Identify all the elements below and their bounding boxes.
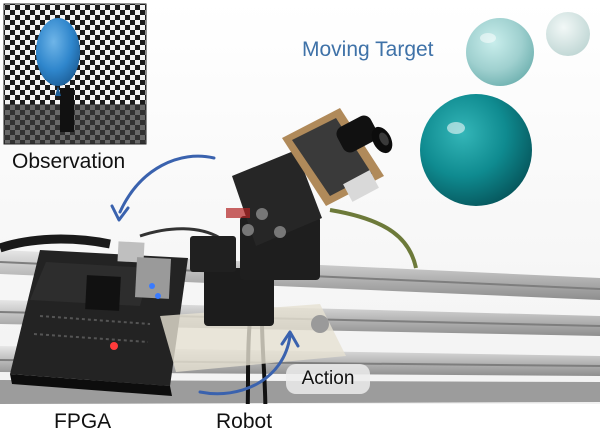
action-label: Action: [286, 364, 370, 394]
caption-strip: [0, 404, 600, 442]
robot-arm: [190, 108, 393, 326]
ball-faint: [546, 12, 590, 56]
observation-camera-view: [3, 3, 147, 145]
observation-arrow: [110, 154, 216, 222]
moving-target-label: Moving Target: [302, 38, 434, 61]
mount-screw: [311, 315, 329, 333]
balloon-target: [36, 18, 80, 86]
ball-light: [466, 18, 534, 86]
action-arrow: [198, 330, 300, 396]
moving-target-balls: [420, 12, 590, 206]
observation-label: Observation: [12, 150, 126, 173]
ball-dark: [420, 94, 532, 206]
fpga-label: FPGA: [54, 410, 112, 433]
fpga-board: [10, 241, 188, 396]
robot-label: Robot: [216, 410, 273, 433]
